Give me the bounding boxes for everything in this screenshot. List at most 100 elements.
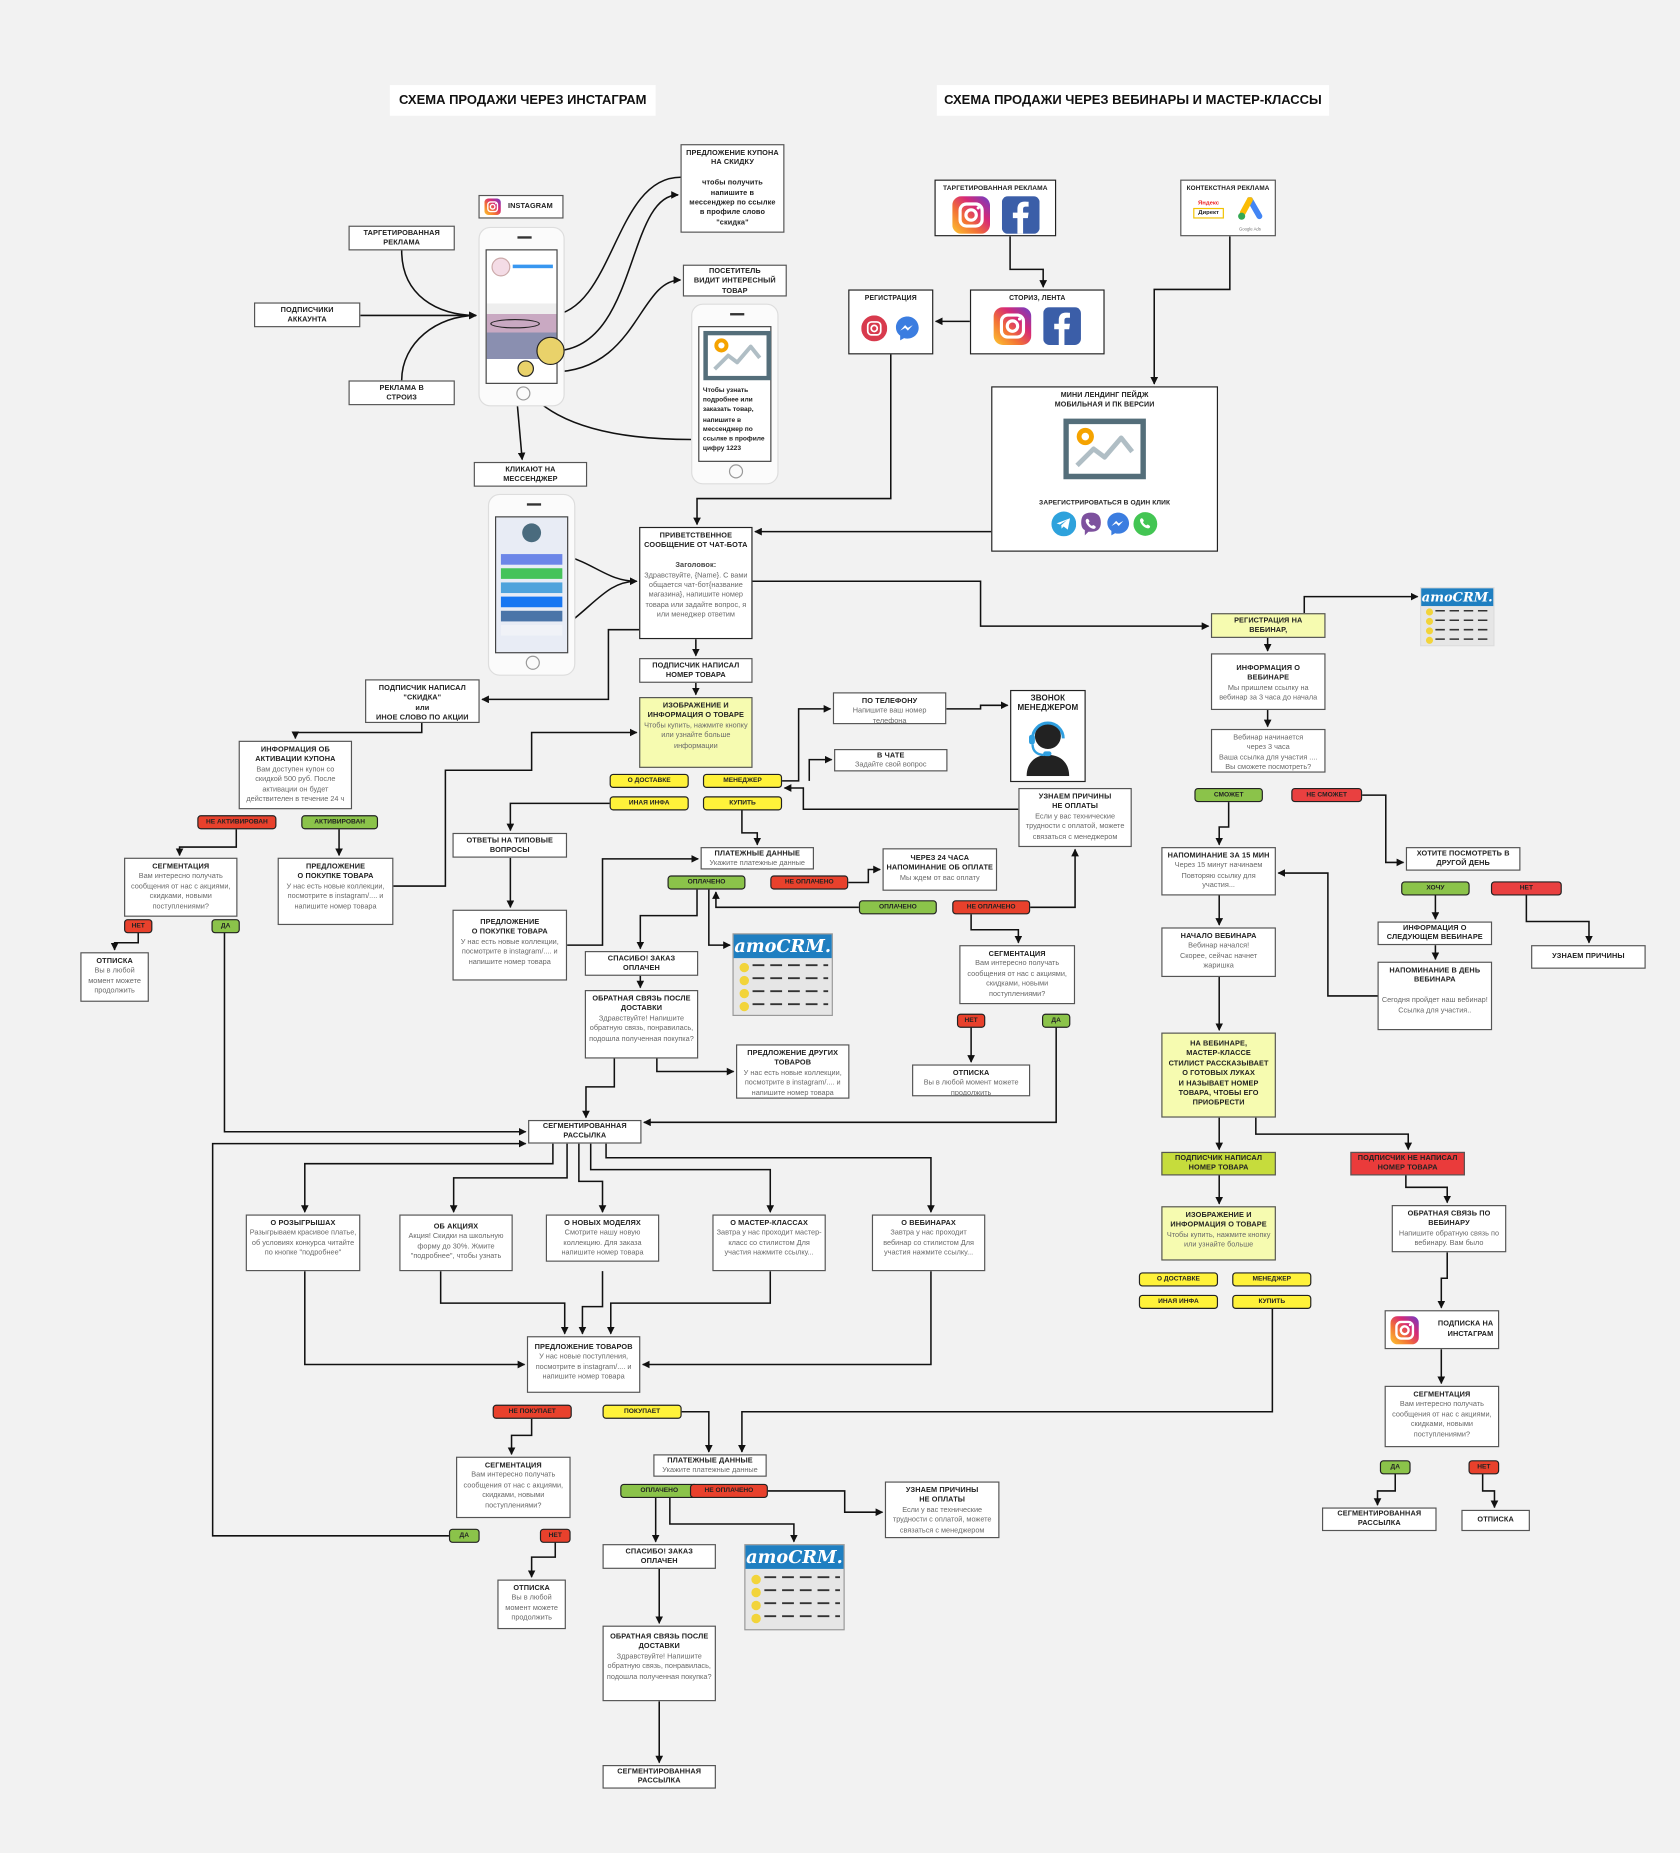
box-body: Вам доступен купон со скидкой 500 руб. П… (246, 765, 345, 804)
yes-option-web[interactable]: ДА (1379, 1460, 1411, 1475)
box-title: ПЛАТЕЖНЫЕ ДАННЫЕ (714, 849, 801, 858)
box-body: Здравствуйте! Напишите обратную связь, п… (606, 1652, 712, 1681)
messenger-icon (894, 316, 920, 342)
direct-text: Директ (1193, 207, 1224, 219)
box-title: ПРЕДЛОЖЕНИЕ ТОВАРОВ (534, 1343, 633, 1352)
messenger-button[interactable] (500, 596, 563, 608)
can-option[interactable]: СМОЖЕТ (1194, 787, 1263, 803)
other-info-button[interactable]: ИНАЯ ИНФА (609, 796, 689, 811)
instagram-profile-phone (478, 226, 565, 407)
not-paid-option-3[interactable]: НЕ ОПЛАЧЕНО (689, 1483, 768, 1499)
box-body: Мы ждем от вас оплату (899, 874, 980, 883)
not-activated-option[interactable]: НЕ АКТИВИРОВАН (197, 815, 277, 830)
box-body: Укажите платежные данные (709, 859, 805, 868)
no-option[interactable]: НЕТ (124, 919, 153, 934)
paid-option-3[interactable]: ОПЛАЧЕНО (620, 1483, 699, 1499)
not-buying-option[interactable]: НЕ ПОКУПАЕТ (492, 1404, 572, 1419)
connector (808, 755, 833, 781)
box-title: ОТПИСКА (513, 1584, 550, 1593)
connector (507, 1418, 533, 1456)
connector (970, 914, 1023, 944)
headset-operator-icon (1026, 721, 1070, 776)
want-option[interactable]: ХОЧУ (1401, 881, 1470, 896)
connector (606, 1271, 772, 1335)
telegram-button[interactable] (500, 582, 563, 594)
taplink-button[interactable] (500, 554, 563, 565)
context-ad-box: КОНТЕКСТНАЯ РЕКЛАМА Яндекс Директ Google… (1180, 179, 1276, 237)
messenger-icon[interactable] (1106, 512, 1131, 537)
other-info-button-web[interactable]: ИНАЯ ИНФА (1138, 1294, 1219, 1309)
box-title: ОБ АКЦИЯХ (433, 1222, 479, 1232)
instagram-icon (1391, 1315, 1419, 1343)
box-body: Вы в любой момент можете продолжить (505, 1594, 558, 1623)
yes-option[interactable]: ДА (211, 919, 240, 934)
box-title: СПАСИБО! ЗАКАЗ ОПЛАЧЕН #ТЕГ КЛИЕНТ (607, 954, 676, 975)
vk-button[interactable] (500, 610, 563, 622)
webinar-scheme-title: СХЕМА ПРОДАЖИ ЧЕРЕЗ ВЕБИНАРЫ И МАСТЕР-КЛ… (936, 85, 1330, 116)
manager-button-web[interactable]: МЕНЕДЖЕР (1232, 1272, 1312, 1287)
buy-button[interactable]: КУПИТЬ (702, 796, 783, 811)
image-placeholder-icon (1063, 418, 1146, 479)
box-title: В ЧАТЕ (877, 751, 905, 760)
connector (578, 1143, 607, 1213)
box-body: Чтобы купить, нажмите кнопку или узнайте… (1166, 1230, 1271, 1249)
activated-option[interactable]: АКТИВИРОВАН (301, 815, 379, 830)
not-paid-option[interactable]: НЕ ОПЛАЧЕНО (770, 875, 849, 890)
box-title: РЕКЛАМА В СТРОИЗ (379, 383, 424, 403)
whatsapp-button[interactable] (500, 568, 563, 579)
whatsapp-icon[interactable] (1132, 512, 1157, 537)
viber-icon[interactable] (1079, 512, 1104, 537)
phone-text: Чтобы узнать подробнее или заказать това… (702, 387, 765, 453)
connector (564, 577, 638, 627)
delivery-button-web[interactable]: О ДОСТАВКЕ (1138, 1272, 1219, 1287)
instagram-icon (484, 198, 501, 215)
connector (211, 1139, 527, 1537)
connector (641, 1271, 932, 1369)
segmented-mailing-box: СЕГМЕНТИРОВАННАЯ РАССЫЛКА (528, 1119, 642, 1144)
thanks-box: СПАСИБО! ЗАКАЗ ОПЛАЧЕН #ТЕГ КЛИЕНТ (584, 951, 699, 976)
connector (527, 1541, 557, 1578)
other-day-box: ХОТИТЕ ПОСМОТРЕТЬ В ДРУГОЙ ДЕНЬ (1405, 847, 1521, 871)
stories-feed-box: СТОРИЗ, ЛЕНТА (969, 289, 1105, 355)
wrote-number-box: ПОДПИСЧИК НАПИСАЛ НОМЕР ТОВАРА (639, 658, 753, 683)
box-title: СТОРИЗ, ЛЕНТА (1009, 295, 1066, 303)
box-title: ПЛАТЕЖНЫЕ ДАННЫЕ (667, 1456, 753, 1465)
cannot-option[interactable]: НЕ СМОЖЕТ (1291, 787, 1363, 803)
paid-option-2[interactable]: ОПЛАЧЕНО (858, 900, 937, 915)
connector (400, 311, 477, 381)
delivery-button[interactable]: О ДОСТАВКЕ (609, 773, 689, 788)
connector (550, 276, 682, 373)
yes-option-3[interactable]: ДА (448, 1528, 480, 1543)
box-title: СЕГМЕНТАЦИЯ (152, 862, 210, 871)
connector (1009, 236, 1048, 288)
no-option-3[interactable]: НЕТ (539, 1528, 571, 1543)
no-want-option[interactable]: НЕТ (1490, 881, 1562, 896)
connector (506, 802, 610, 832)
yes-option-2[interactable]: ДА (1041, 1013, 1071, 1028)
visitor-box: ПОСЕТИТЕЛЬ ВИДИТ ИНТЕРЕСНЫЙ ТОВАР (682, 264, 787, 297)
connector (400, 250, 477, 320)
amocrm-widget-3: amoCRM. (1420, 587, 1495, 647)
box-title: СЕГМЕНТИРОВАННАЯ РАССЫЛКА (617, 1767, 702, 1786)
telegram-icon[interactable] (1052, 512, 1077, 537)
crm-list-icon (1425, 608, 1493, 644)
crm-list-icon (751, 1574, 840, 1624)
box-title: ОБРАТНАЯ СВЯЗЬ ПО ВЕБИНАРУ (1407, 1209, 1491, 1228)
buying-option[interactable]: ПОКУПАЕТ (602, 1404, 682, 1419)
no-option-2[interactable]: НЕТ (956, 1013, 986, 1028)
connector (783, 784, 1019, 811)
connector (393, 728, 638, 887)
box-body: Здравствуйте, {Name}. С вами общается ча… (644, 571, 748, 620)
manager-button[interactable]: МЕНЕДЖЕР (702, 773, 783, 788)
no-option-web[interactable]: НЕТ (1468, 1460, 1500, 1475)
not-paid-option-2[interactable]: НЕ ОПЛАЧЕНО (952, 900, 1031, 915)
box-body: Акция! Скидки на школьную форму до 30%. … (408, 1232, 504, 1261)
buy-button-web[interactable]: КУПИТЬ (1232, 1294, 1312, 1309)
paid-option[interactable]: ОПЛАЧЕНО (667, 875, 746, 890)
connector (175, 829, 238, 857)
